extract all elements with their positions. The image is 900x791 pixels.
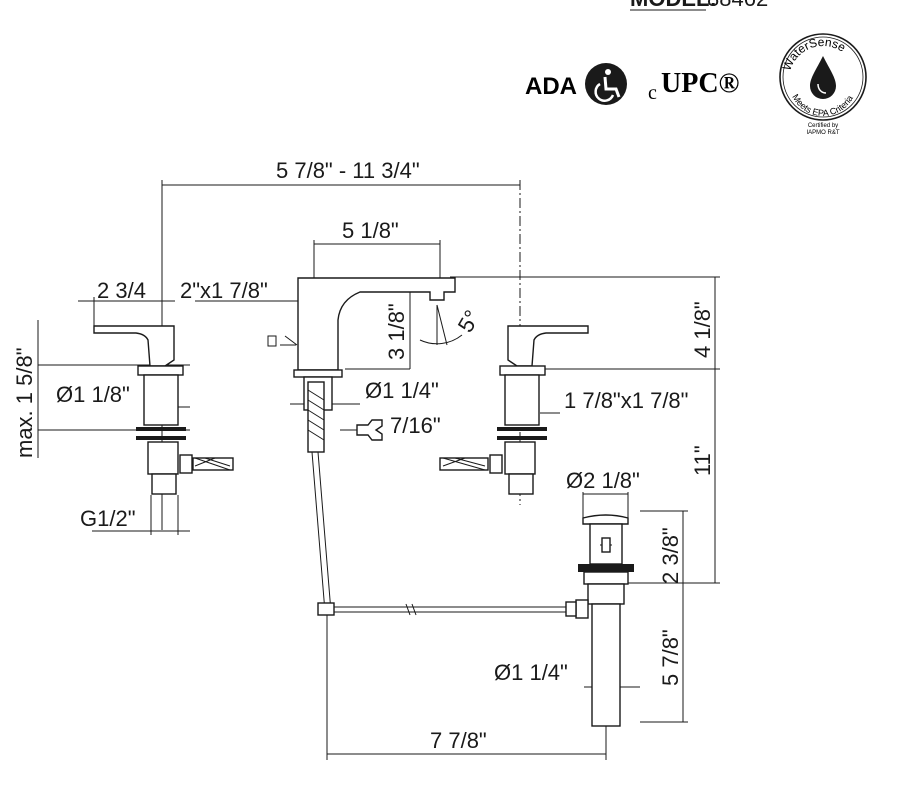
ada-label: ADA: [525, 73, 577, 100]
handle-base-label: 1 7/8"x1 7/8": [564, 388, 688, 413]
upc-label: UPC®: [661, 68, 740, 99]
certified-line-2: IAPMO R&T: [806, 130, 839, 136]
spout-base-label: 2"x1 7/8": [180, 278, 268, 303]
upc-prefix: c: [648, 82, 657, 104]
deck-thickness-label: max. 1 5/8": [12, 347, 37, 458]
model-label: MODEL:: [630, 0, 717, 11]
right-handle-assembly: [439, 325, 589, 495]
supply-length-label: 11": [690, 445, 715, 476]
left-handle-assembly: [93, 325, 234, 495]
tailpiece-length-label: 5 7/8": [658, 629, 683, 686]
handle-width-label: 2 3/4: [97, 278, 146, 303]
drain-flange-label: Ø2 1/8": [566, 468, 640, 493]
watersense-seal: WaterSense Meets EPA Criteria Certified …: [779, 33, 867, 136]
pop-up-length-label: 7 7/8": [430, 728, 487, 753]
model-value: 88462: [707, 0, 768, 11]
spout-height-label: 3 1/8": [384, 303, 409, 360]
tailpiece-dia-label: Ø1 1/4": [494, 660, 568, 685]
drain-height-label: 2 3/8": [658, 527, 683, 584]
svg-text:WaterSense: WaterSense: [780, 35, 849, 73]
wrench-icon: [356, 419, 383, 441]
left-hole-label: Ø1 1/8": [56, 382, 130, 407]
spout-reach-label: 5 1/8": [342, 218, 399, 243]
certified-line-1: Certified by: [808, 123, 838, 129]
wheelchair-icon: [585, 63, 627, 105]
dimension-labels: 5 7/8" - 11 3/4" 5 1/8" 2 3/4 2"x1 7/8" …: [12, 158, 715, 753]
model-header: MODEL: 88462: [630, 0, 768, 11]
certification-logos: ADA c UPC® WaterSense Meets EPA Criteria…: [525, 33, 867, 136]
spout-angle-label: 5°: [453, 306, 485, 337]
spout-assembly: [267, 277, 456, 613]
spread-label: 5 7/8" - 11 3/4": [276, 158, 420, 183]
water-drop-icon: [810, 56, 836, 99]
watersense-top-text: WaterSense: [780, 35, 849, 73]
overall-height-label: 4 1/8": [690, 301, 715, 358]
drain-assembly: [317, 514, 634, 727]
connection-label: G1/2": [80, 506, 136, 531]
spout-hole-label: Ø1 1/4": [365, 378, 439, 403]
wrench-size-label: 7/16": [390, 413, 441, 438]
